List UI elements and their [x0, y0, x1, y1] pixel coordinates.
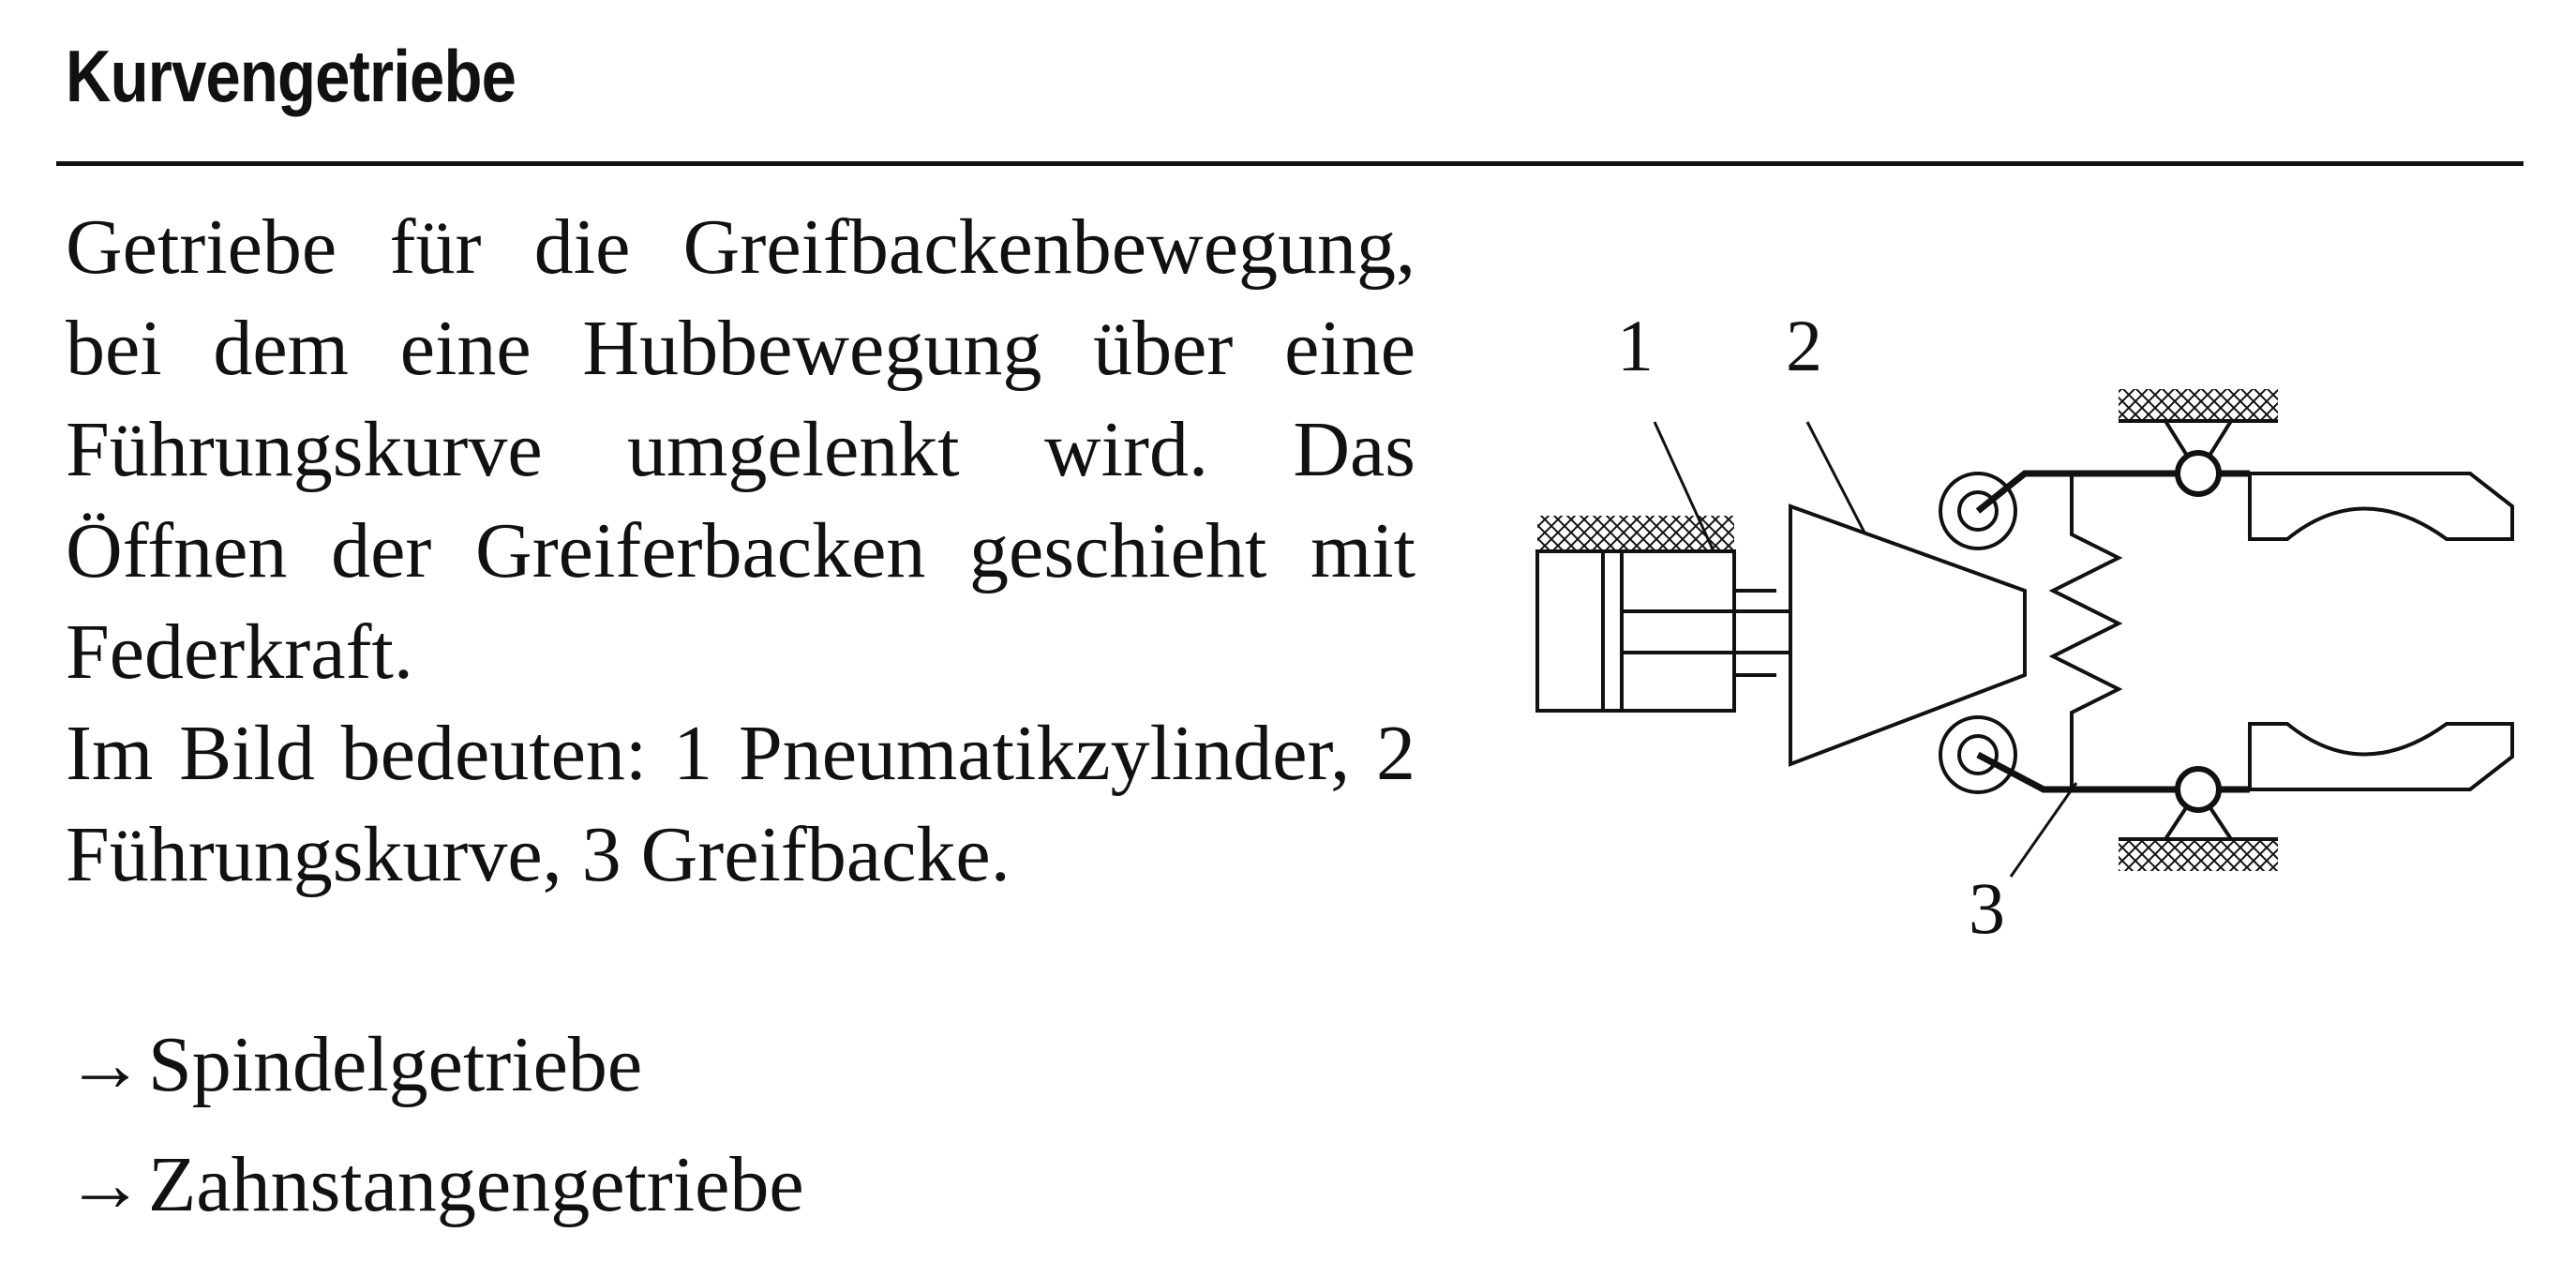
- label-cam: 2: [1786, 309, 1822, 386]
- arrow-icon: →: [66, 1141, 144, 1228]
- leader-line-jaw: [2009, 782, 2078, 878]
- cam-gripper-diagram: 1 2 3: [1535, 309, 2514, 949]
- pivot-top: [2175, 450, 2222, 497]
- gripper-jaw-bottom: [2248, 722, 2514, 791]
- cross-reference-label: Spindelgetriebe: [148, 1021, 643, 1108]
- pivot-bottom: [2175, 766, 2222, 813]
- leader-line-cam: [1805, 421, 1867, 535]
- guide-cam: [1789, 503, 2027, 767]
- pivot-bottom-ground: [2119, 839, 2278, 871]
- legend-paragraph: Im Bild bedeuten: 1 Pneumatik­zylinder, …: [66, 710, 1415, 898]
- label-cylinder: 1: [1617, 309, 1654, 386]
- cross-reference-zahnstangengetriebe[interactable]: →Zahnstangengetriebe: [66, 1134, 804, 1236]
- arrow-icon: →: [66, 1021, 144, 1108]
- pivot-top-support: [2162, 419, 2235, 477]
- section-heading: Kurvengetriebe: [66, 35, 517, 117]
- roller-top-outer: [1939, 472, 2017, 550]
- roller-top-inner: [1957, 490, 1999, 532]
- piston-rod: [1620, 609, 1792, 654]
- definition-text: Getriebe für die Greifbackenbewe­gung, b…: [66, 197, 1415, 906]
- label-jaw: 3: [1969, 867, 2005, 949]
- cross-reference-spindelgetriebe[interactable]: →Spindelgetriebe: [66, 1014, 642, 1116]
- pneumatic-cylinder: [1535, 549, 1736, 713]
- definition-paragraph: Getriebe für die Greifbackenbewe­gung, b…: [66, 203, 1415, 696]
- cylinder-mount-hatch: [1537, 516, 1734, 553]
- return-spring: [2048, 473, 2123, 789]
- pivot-bottom-support: [2162, 786, 2235, 841]
- heading-rule: [56, 161, 2524, 166]
- cross-reference-label: Zahnstangengetriebe: [148, 1141, 804, 1228]
- pivot-top-ground: [2119, 389, 2278, 421]
- roller-bottom-outer: [1939, 715, 2017, 794]
- gripper-jaw-top: [2248, 472, 2514, 541]
- roller-bottom-inner: [1957, 734, 1999, 775]
